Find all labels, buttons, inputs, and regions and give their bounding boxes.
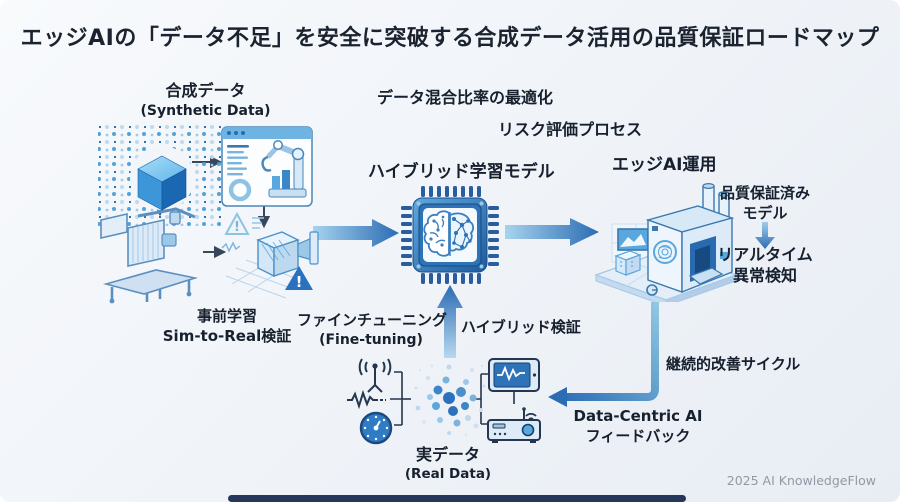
arrow-chip-to-factory xyxy=(505,218,599,246)
synthetic-data-cube-icon xyxy=(98,122,224,226)
arrow-realdata-to-chip xyxy=(437,285,463,358)
label-real-data: 実データ (Real Data) xyxy=(404,445,492,482)
iot-device-icon xyxy=(487,407,541,443)
phone-monitor-icon xyxy=(488,358,540,392)
label-mix-ratio: データ混合比率の最適化 xyxy=(377,88,554,107)
page-title: エッジAIの「データ不足」を安全に突破する合成データ活用の品質保証ロードマップ xyxy=(20,26,880,51)
label-synthetic-data: 合成データ (Synthetic Data) xyxy=(140,81,271,119)
arrow-pretrain-to-chip xyxy=(313,219,399,247)
label-improvement-cycle: 継続的改善サイクル xyxy=(666,355,801,373)
label-risk-process: リスク評価プロセス xyxy=(498,120,643,139)
waveform-icon xyxy=(347,390,386,410)
label-realtime-detection: リアルタイム 異常検知 xyxy=(717,245,813,285)
label-data-centric-feedback: Data-Centric AI フィードバック xyxy=(573,407,703,445)
label-qa-model: 品質保証済み モデル xyxy=(719,184,810,222)
label-hybrid-validation: ハイブリッド検証 xyxy=(461,318,581,336)
data-cluster-icon xyxy=(414,364,486,437)
label-edge-ai: エッジAI運用 xyxy=(612,155,717,175)
antenna-icon xyxy=(358,358,392,393)
label-pretraining: 事前学習 Sim-to-Real検証 xyxy=(162,307,292,345)
ai-chip-brain-icon xyxy=(401,186,499,284)
label-hybrid-model: ハイブリッド学習モデル xyxy=(368,162,555,182)
edge-factory-icon xyxy=(593,183,739,302)
svg-text:!: ! xyxy=(296,273,303,291)
arrow-feedback-loop xyxy=(567,302,659,401)
footer-credit: 2025 AI KnowledgeFlow xyxy=(726,473,876,488)
scanned-object-warning-icon: ! ! xyxy=(221,211,319,299)
arrow-qa-to-realtime xyxy=(755,222,775,249)
gauge-icon xyxy=(359,411,393,445)
svg-text:!: ! xyxy=(234,220,240,235)
conveyor-machine-icon xyxy=(100,207,199,304)
bottom-edge-bar xyxy=(228,495,686,502)
label-fine-tuning: ファインチューニング (Fine-tuning) xyxy=(297,311,448,348)
browser-robot-arm-icon xyxy=(221,126,313,207)
